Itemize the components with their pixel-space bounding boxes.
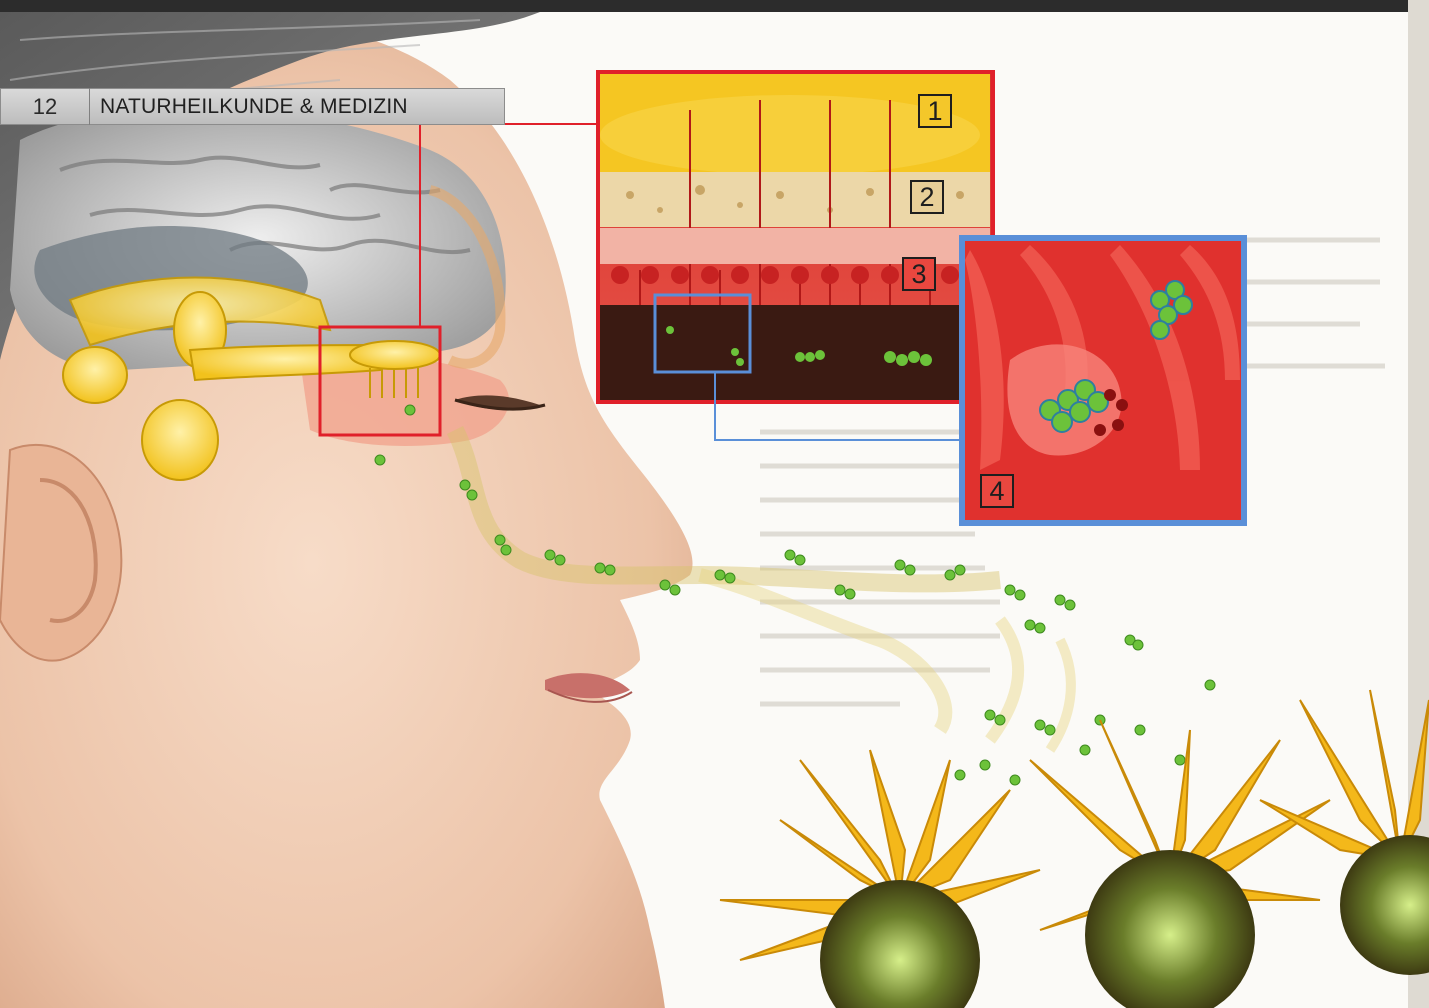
callout-label-1: 1 <box>918 94 952 128</box>
callout-label-3: 3 <box>902 257 936 291</box>
olfactory-bulb <box>350 341 440 369</box>
callout-label-2: 2 <box>910 180 944 214</box>
section-title: NATURHEILKUNDE & MEDIZIN <box>90 95 408 119</box>
page-header: 12 NATURHEILKUNDE & MEDIZIN <box>0 88 505 125</box>
page-number: 12 <box>1 94 89 120</box>
callout-label-4: 4 <box>980 474 1014 508</box>
